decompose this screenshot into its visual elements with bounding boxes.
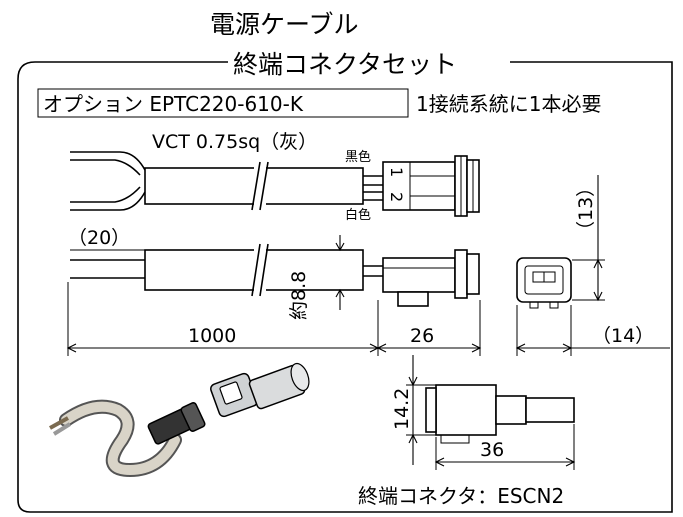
- connector-housing-top: [382, 161, 456, 211]
- terminator-length-dim: 36: [480, 439, 504, 461]
- cable-length-dim: 1000: [188, 325, 236, 347]
- pin1-label: 1: [387, 167, 406, 177]
- pin2-label: 2: [387, 192, 406, 202]
- option-note: 1接続系統に1本必要: [416, 92, 601, 116]
- title-line2: 終端コネクタセット: [233, 50, 457, 79]
- option-box: [37, 88, 409, 118]
- terminator-body: [435, 384, 497, 436]
- face-width-dim: （14）: [592, 325, 654, 347]
- wire-black-label: 黒色: [345, 149, 371, 165]
- fork-wire-top: [70, 151, 146, 171]
- terminator-label: 終端コネクタ：ESCN2: [358, 484, 564, 508]
- diameter-dim: 約8.8: [288, 271, 310, 320]
- connector-length-dim: 26: [410, 325, 434, 347]
- fork-wire-bottom: [70, 191, 146, 211]
- outer-frame: [17, 61, 673, 513]
- option-label: オプション EPTC220-610-K: [43, 92, 304, 116]
- connector-housing-side: [382, 257, 456, 293]
- fork-wire-bottom-inner: [70, 186, 141, 203]
- wire-white-label: 白色: [345, 207, 371, 223]
- product-photo: [49, 362, 310, 478]
- fork-wire-top-inner: [70, 159, 141, 176]
- cable-spec: VCT 0.75sq（灰）: [152, 131, 317, 153]
- title-line1: 電源ケーブル: [210, 10, 359, 39]
- strip-length-dim: （20）: [68, 227, 130, 249]
- face-height-dim: （13）: [575, 178, 597, 240]
- terminator-height-dim: 14.2: [391, 388, 413, 430]
